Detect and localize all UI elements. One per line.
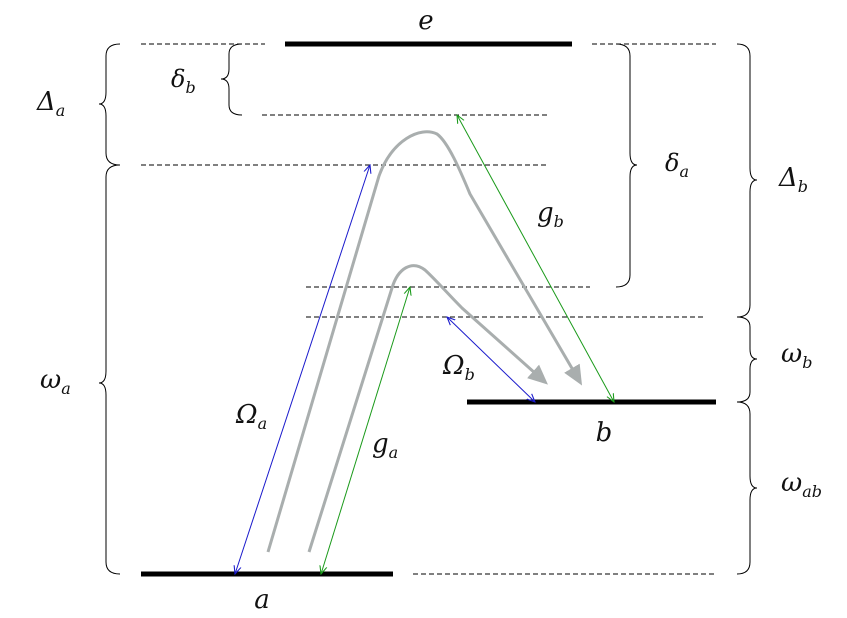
rabi-a-main: Ω xyxy=(235,400,258,430)
omega-a-sub: a xyxy=(61,379,71,398)
brace-delta-b xyxy=(220,43,243,116)
braces xyxy=(98,43,758,575)
omega-b-label: ωb xyxy=(781,339,812,372)
g-b-main: g xyxy=(537,198,554,228)
g-a-sub: a xyxy=(389,443,399,462)
brace-omega-a xyxy=(98,164,121,575)
Delta-a-main: Δ xyxy=(36,87,56,117)
rabi-a-label: Ωa xyxy=(235,400,267,433)
Delta-a-sub: a xyxy=(56,101,66,120)
Delta-b-label: Δb xyxy=(778,163,808,196)
cavity-a-arrow xyxy=(321,287,410,574)
g-b-label: gb xyxy=(537,198,564,231)
delta-a-main: δ xyxy=(665,149,679,177)
pump-a-arrow xyxy=(235,165,370,574)
omega-a-label: ωa xyxy=(40,365,71,398)
omega-ab-sub: ab xyxy=(802,482,822,501)
delta-b-main: δ xyxy=(171,65,185,93)
brace-omega-ab xyxy=(736,401,758,575)
brace-Delta-a xyxy=(98,43,121,166)
omega-b-main: ω xyxy=(781,339,802,369)
rabi-a-sub: a xyxy=(258,414,268,433)
rabi-b-label: Ωb xyxy=(442,351,475,384)
delta-b-sub: b xyxy=(185,78,195,97)
cavity-b-arrow xyxy=(457,115,614,402)
Delta-b-sub: b xyxy=(798,177,808,196)
g-a-main: g xyxy=(372,429,389,459)
g-a-label: ga xyxy=(372,429,398,462)
level-a-label: a xyxy=(254,585,270,615)
transfer-path-inner xyxy=(307,264,548,553)
g-b-sub: b xyxy=(554,212,564,231)
delta-b-label: δb xyxy=(171,65,196,97)
rabi-b-main: Ω xyxy=(442,351,465,381)
Delta-a-label: Δa xyxy=(36,87,65,120)
omega-ab-main: ω xyxy=(781,468,802,498)
level-b-label: b xyxy=(596,418,613,448)
delta-a-label: δa xyxy=(665,149,689,181)
rabi-b-sub: b xyxy=(465,365,475,384)
brace-delta-a xyxy=(615,43,638,288)
omega-a-main: ω xyxy=(40,365,61,395)
transfer-path-outer xyxy=(266,130,583,553)
omega-b-sub: b xyxy=(802,353,812,372)
level-e-label: e xyxy=(418,6,433,36)
brace-omega-b xyxy=(736,316,758,403)
delta-a-sub: a xyxy=(679,162,689,181)
brace-Delta-b xyxy=(736,43,758,318)
Delta-b-main: Δ xyxy=(778,163,798,193)
omega-ab-label: ωab xyxy=(781,468,822,501)
